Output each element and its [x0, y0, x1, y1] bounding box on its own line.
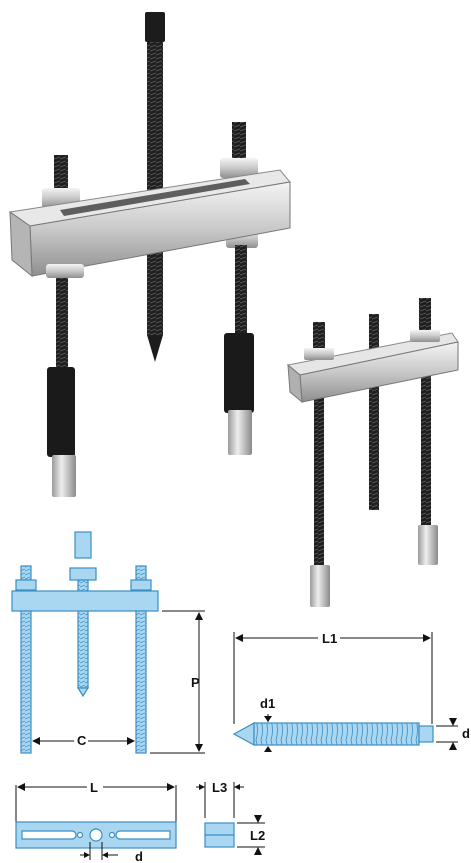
diagram-right-rod-top — [135, 565, 147, 581]
large-crossbar-side — [9, 211, 33, 278]
label-l: L — [90, 780, 98, 795]
large-center-screw-tip — [147, 335, 163, 362]
label-l2: L2 — [250, 828, 265, 843]
small-left-rod-top — [313, 322, 325, 352]
bar-hole-center — [89, 828, 103, 842]
dimension-l3 — [196, 782, 244, 818]
label-l3: L3 — [212, 780, 227, 795]
diagram-right-rod — [135, 610, 147, 754]
large-right-sleeve — [224, 333, 254, 413]
dimension-d-screw — [436, 718, 458, 750]
dimension-l2 — [237, 815, 265, 855]
diagram-crossbar — [11, 590, 159, 612]
large-puller-photo — [8, 12, 291, 497]
small-center-screw — [369, 314, 379, 510]
large-left-rod-top — [54, 155, 68, 190]
small-right-foot — [418, 525, 438, 565]
bar-hole-left — [76, 831, 84, 839]
screw-end — [418, 725, 434, 743]
label-l1: L1 — [322, 631, 337, 646]
large-center-screw — [147, 35, 163, 335]
dimension-d1 — [264, 714, 272, 752]
small-left-nut — [304, 348, 334, 360]
screw-diagram — [232, 721, 434, 747]
diagram-center-tip — [76, 687, 90, 698]
dimension-p — [150, 610, 205, 754]
diagram-left-nut — [15, 579, 37, 591]
large-right-rod-top — [232, 122, 246, 162]
small-crossbar-side — [287, 363, 303, 404]
diagram-center-screw-head — [74, 531, 92, 559]
front-view-diagram — [11, 531, 159, 754]
dimension-d-bar — [80, 842, 118, 860]
bar-slot-right — [115, 830, 171, 840]
screw-body — [253, 722, 420, 746]
diagram-center-nut — [69, 567, 97, 581]
diagram-right-nut — [130, 579, 152, 591]
large-left-foot — [52, 455, 76, 497]
small-left-rod — [314, 385, 324, 565]
large-center-screw-head — [145, 12, 165, 42]
small-right-rod — [421, 355, 431, 525]
bar-hole-right — [108, 831, 116, 839]
large-left-rod — [56, 270, 68, 370]
label-d1: d1 — [260, 696, 275, 711]
small-right-rod-top — [419, 298, 431, 333]
label-d-screw: d — [462, 726, 470, 741]
small-left-foot — [310, 565, 330, 607]
large-right-nut — [220, 158, 258, 178]
bar-top-view — [15, 821, 177, 849]
large-right-foot — [228, 410, 252, 455]
side-block — [204, 822, 235, 848]
large-right-rod — [235, 245, 247, 335]
label-d-bar: d — [135, 849, 143, 863]
bar-slot-left — [21, 830, 77, 840]
label-c: C — [77, 733, 87, 748]
small-puller-photo — [286, 298, 459, 607]
large-bottom-collar — [46, 264, 84, 278]
small-right-nut — [410, 330, 440, 342]
diagram-left-rod — [20, 610, 32, 754]
diagram-left-rod-top — [20, 565, 32, 581]
screw-tip — [232, 721, 255, 747]
label-p: P — [191, 675, 200, 690]
large-left-sleeve — [47, 367, 75, 457]
large-crossbar-slot — [60, 179, 250, 216]
